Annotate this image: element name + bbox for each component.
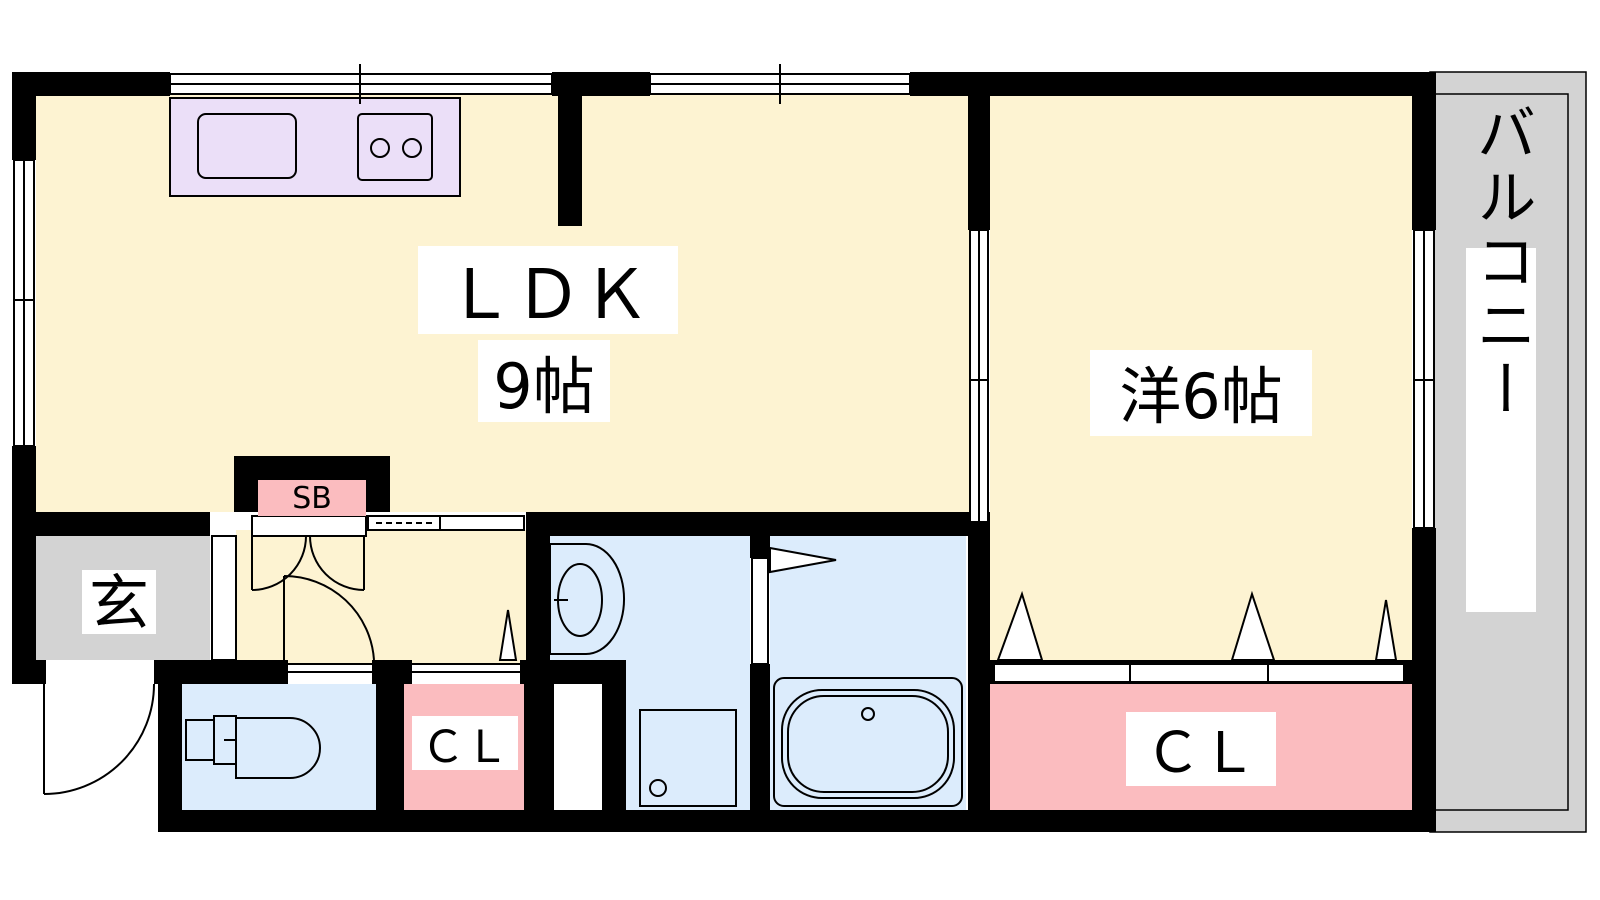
kitchen-counter xyxy=(169,97,461,197)
shoe-box-label: SB xyxy=(292,481,332,516)
hall-floor xyxy=(236,530,526,664)
sliding-door-hall xyxy=(367,515,525,531)
bathtub-icon xyxy=(773,677,963,807)
storage-floor xyxy=(550,684,602,810)
balcony-label: バルコニー xyxy=(1466,102,1536,422)
labels: ＬＤＫ 9帖 洋6帖 ＣＬ ＣＬ 玄 SB バルコニー xyxy=(82,102,1536,786)
fixtures xyxy=(185,543,963,807)
burner-right-icon xyxy=(402,138,422,158)
stove-icon xyxy=(357,113,433,181)
counter-top xyxy=(169,97,461,197)
burner-left-icon xyxy=(370,138,390,158)
ldk-label: ＬＤＫ xyxy=(446,256,650,335)
closet-large-label: ＣＬ xyxy=(1145,721,1257,786)
washbasin-icon xyxy=(549,543,626,655)
washing-machine-icon xyxy=(639,709,737,807)
ldk-size-label: 9帖 xyxy=(493,350,594,423)
toilet-icon xyxy=(185,715,321,779)
windows xyxy=(13,64,1435,529)
western-room-label: 洋6帖 xyxy=(1119,360,1282,433)
sink-icon xyxy=(197,113,297,179)
closet-small-label: ＣＬ xyxy=(421,722,509,773)
entrance-label: 玄 xyxy=(89,569,149,639)
doors xyxy=(43,515,1405,795)
